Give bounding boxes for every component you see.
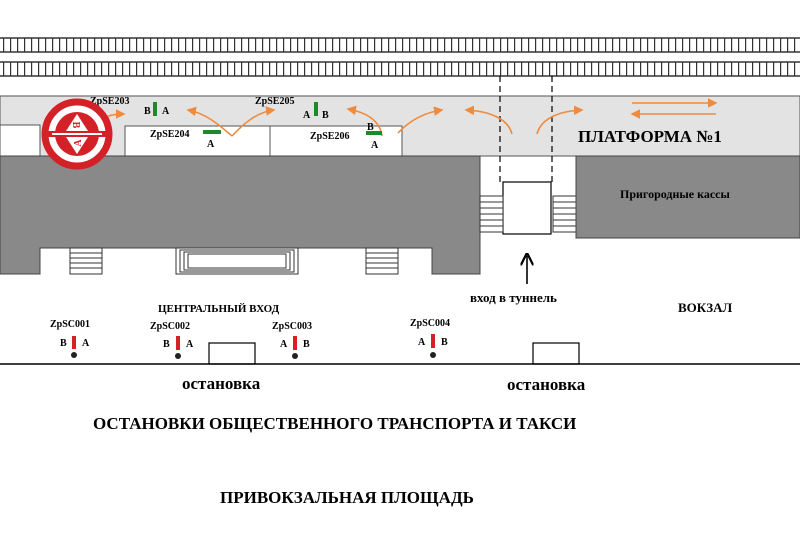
platform-kiosk <box>0 124 41 157</box>
signal-marker <box>431 334 435 348</box>
tunnel-steps-left <box>479 195 504 233</box>
stop-label-right: остановка <box>507 375 586 394</box>
tunnel <box>479 76 577 284</box>
platform-signal: ZpSE206 B A <box>310 122 382 151</box>
signal-marker <box>176 336 180 350</box>
signal-id: ZpSC001 <box>50 319 90 330</box>
ticket-office <box>575 155 800 239</box>
platform-signal: ZpSE203 B A <box>90 96 170 117</box>
stop-label-left: остановка <box>182 374 261 393</box>
signal-id: ZpSE204 <box>150 129 189 140</box>
platform-signal: ZpSE204 A <box>150 129 221 150</box>
signal-side: A <box>418 337 426 348</box>
platform <box>0 95 800 157</box>
signal-marker <box>203 130 221 134</box>
signal-side: B <box>144 106 151 117</box>
signal-marker <box>314 102 318 116</box>
signal-side: A <box>303 110 311 121</box>
tunnel-steps-right <box>552 195 577 233</box>
signal-id: ZpSC002 <box>150 321 190 332</box>
transport-label: ОСТАНОВКИ ОБЩЕСТВЕННОГО ТРАНСПОРТА И ТАК… <box>93 414 576 433</box>
square-signal: ZpSC001 B A <box>50 319 90 358</box>
signal-side: B <box>60 338 67 349</box>
logo-letter: A <box>73 139 84 147</box>
signal-id: ZpSC004 <box>410 318 450 329</box>
station-building <box>0 155 481 275</box>
signal-marker <box>366 131 382 135</box>
platform-signal: ZpSE205 A B <box>255 96 329 121</box>
central-entrance-steps <box>175 247 299 275</box>
signal-side: A <box>207 139 215 150</box>
signal-id: ZpSE205 <box>255 96 294 107</box>
signal-marker <box>153 102 157 116</box>
platform-label: ПЛАТФОРМА №1 <box>578 127 722 146</box>
platform-kiosk <box>124 125 271 157</box>
tunnel-entrance-label: вход в туннель <box>470 290 557 305</box>
square-signal: ZpSC002 B A <box>150 321 194 359</box>
signal-side: B <box>367 122 374 133</box>
signal-id: ZpSC003 <box>272 321 312 332</box>
signal-id: ZpSE203 <box>90 96 129 107</box>
signal-side: B <box>303 339 310 350</box>
signal-side: A <box>186 339 194 350</box>
bus-stop-shelter <box>532 342 580 365</box>
station-label: ВОКЗАЛ <box>678 300 732 315</box>
square-label: ПРИВОКЗАЛЬНАЯ ПЛОЩАДЬ <box>220 488 474 507</box>
signal-id: ZpSE206 <box>310 131 349 142</box>
square-signal: ZpSC004 A B <box>410 318 450 358</box>
signal-marker <box>293 336 297 350</box>
signal-side: A <box>162 106 170 117</box>
signal-side: B <box>322 110 329 121</box>
signal-side: A <box>371 140 379 151</box>
signal-side: B <box>441 337 448 348</box>
square-signal: ZpSC003 A B <box>272 321 312 359</box>
central-entrance-label: ЦЕНТРАЛЬНЫЙ ВХОД <box>158 303 280 315</box>
signal-side: B <box>163 339 170 350</box>
signal-side: A <box>82 338 90 349</box>
logo-letter: B <box>70 122 81 129</box>
bus-stop-shelter <box>208 342 256 365</box>
side-entrance-steps <box>69 247 103 275</box>
railway-tracks <box>0 37 800 77</box>
ticket-office-label: Пригородные кассы <box>620 187 730 201</box>
signal-marker <box>72 336 76 349</box>
ab-logo-icon: B A <box>41 98 113 170</box>
side-entrance-steps <box>365 247 399 275</box>
signal-side: A <box>280 339 288 350</box>
